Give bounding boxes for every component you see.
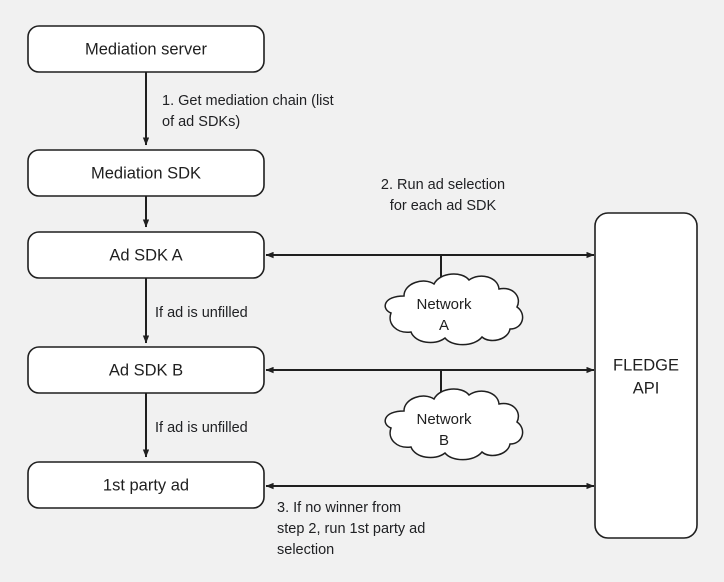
network-a-label-line2: A [439,317,449,334]
network-b-label-line2: B [439,432,449,449]
edge-label-unfilled-b-text: If ad is unfilled [155,420,248,436]
edge-label-step-2-line1: 2. Run ad selection [381,177,505,193]
edge-label-step-2-line2: for each ad SDK [390,198,497,214]
node-fledge-api-label-line1: FLEDGE [613,356,679,374]
node-mediation-server[interactable]: Mediation server [27,25,265,73]
network-a-cloud: Network A [384,273,524,346]
edge-label-step-3-line3: selection [277,542,334,558]
node-ad-sdk-b[interactable]: Ad SDK B [27,346,265,394]
edge-label-step-2: 2. Run ad selection for each ad SDK [381,177,505,214]
edge-label-step-3-line2: step 2, run 1st party ad [277,521,425,537]
node-ad-sdk-a[interactable]: Ad SDK A [27,231,265,279]
edge-label-unfilled-b: If ad is unfilled [155,420,248,436]
network-b-cloud: Network B [384,388,524,461]
node-first-party-ad-label: 1st party ad [103,476,189,494]
node-fledge-api[interactable]: FLEDGE API [594,212,698,539]
edge-label-unfilled-a-text: If ad is unfilled [155,305,248,321]
edge-label-step-1-line2: of ad SDKs) [162,114,240,130]
network-a-label-line1: Network [416,296,472,313]
edge-label-step-3-line1: 3. If no winner from [277,500,401,516]
node-mediation-sdk-label: Mediation SDK [91,164,201,182]
edge-label-unfilled-a: If ad is unfilled [155,305,248,321]
node-ad-sdk-a-label: Ad SDK A [109,246,182,264]
node-ad-sdk-b-label: Ad SDK B [109,361,183,379]
network-b-label-line1: Network [416,411,472,428]
node-mediation-sdk[interactable]: Mediation SDK [27,149,265,197]
edge-label-step-1-line1: 1. Get mediation chain (list [162,93,334,109]
node-first-party-ad[interactable]: 1st party ad [27,461,265,509]
edge-label-step-1: 1. Get mediation chain (list of ad SDKs) [162,93,334,130]
node-mediation-server-label: Mediation server [85,40,207,58]
node-fledge-api-label-line2: API [633,379,660,397]
edge-label-step-3: 3. If no winner from step 2, run 1st par… [277,500,425,558]
